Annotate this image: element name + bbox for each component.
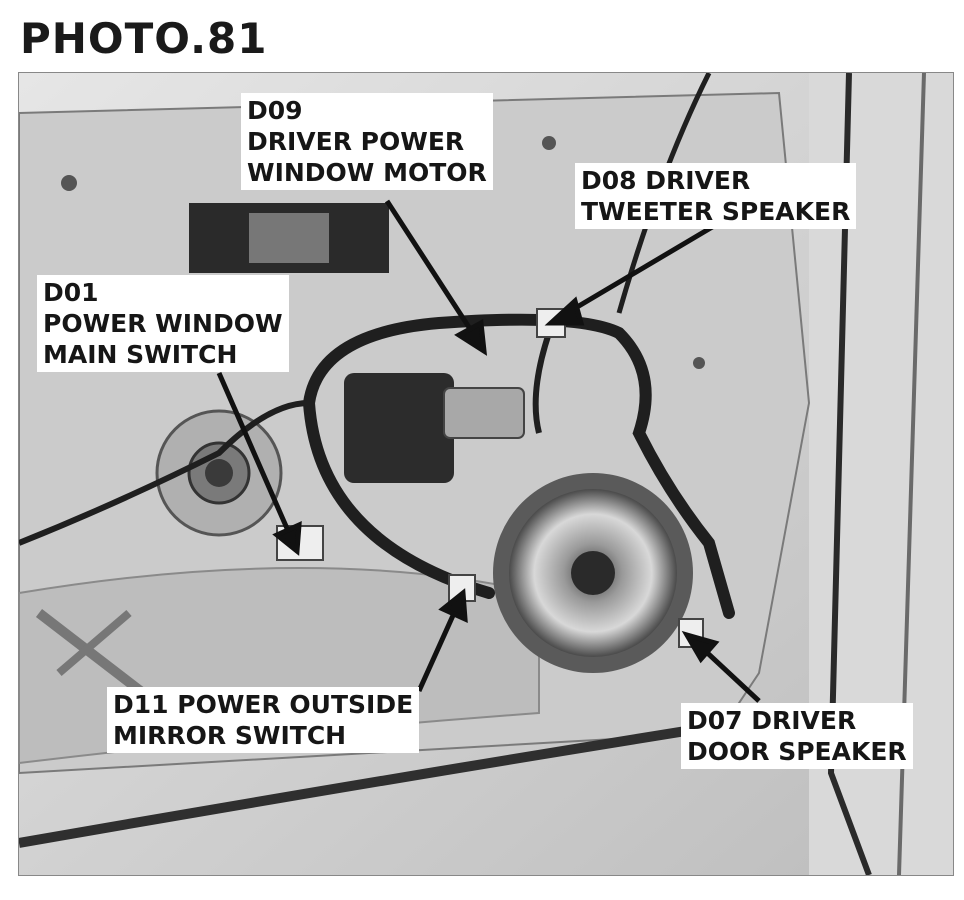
- label-d09-driver-power-window-motor: D09 DRIVER POWER WINDOW MOTOR: [241, 93, 493, 190]
- label-d07-driver-door-speaker: D07 DRIVER DOOR SPEAKER: [681, 703, 913, 769]
- label-d01-power-window-main-switch: D01 POWER WINDOW MAIN SWITCH: [37, 275, 289, 372]
- label-d08-driver-tweeter-speaker: D08 DRIVER TWEETER SPEAKER: [575, 163, 857, 229]
- label-d11-power-outside-mirror-switch: D11 POWER OUTSIDE MIRROR SWITCH: [107, 687, 420, 753]
- photo-title: PHOTO.81: [20, 14, 268, 63]
- door-photo: D09 DRIVER POWER WINDOW MOTOR D08 DRIVER…: [18, 72, 954, 876]
